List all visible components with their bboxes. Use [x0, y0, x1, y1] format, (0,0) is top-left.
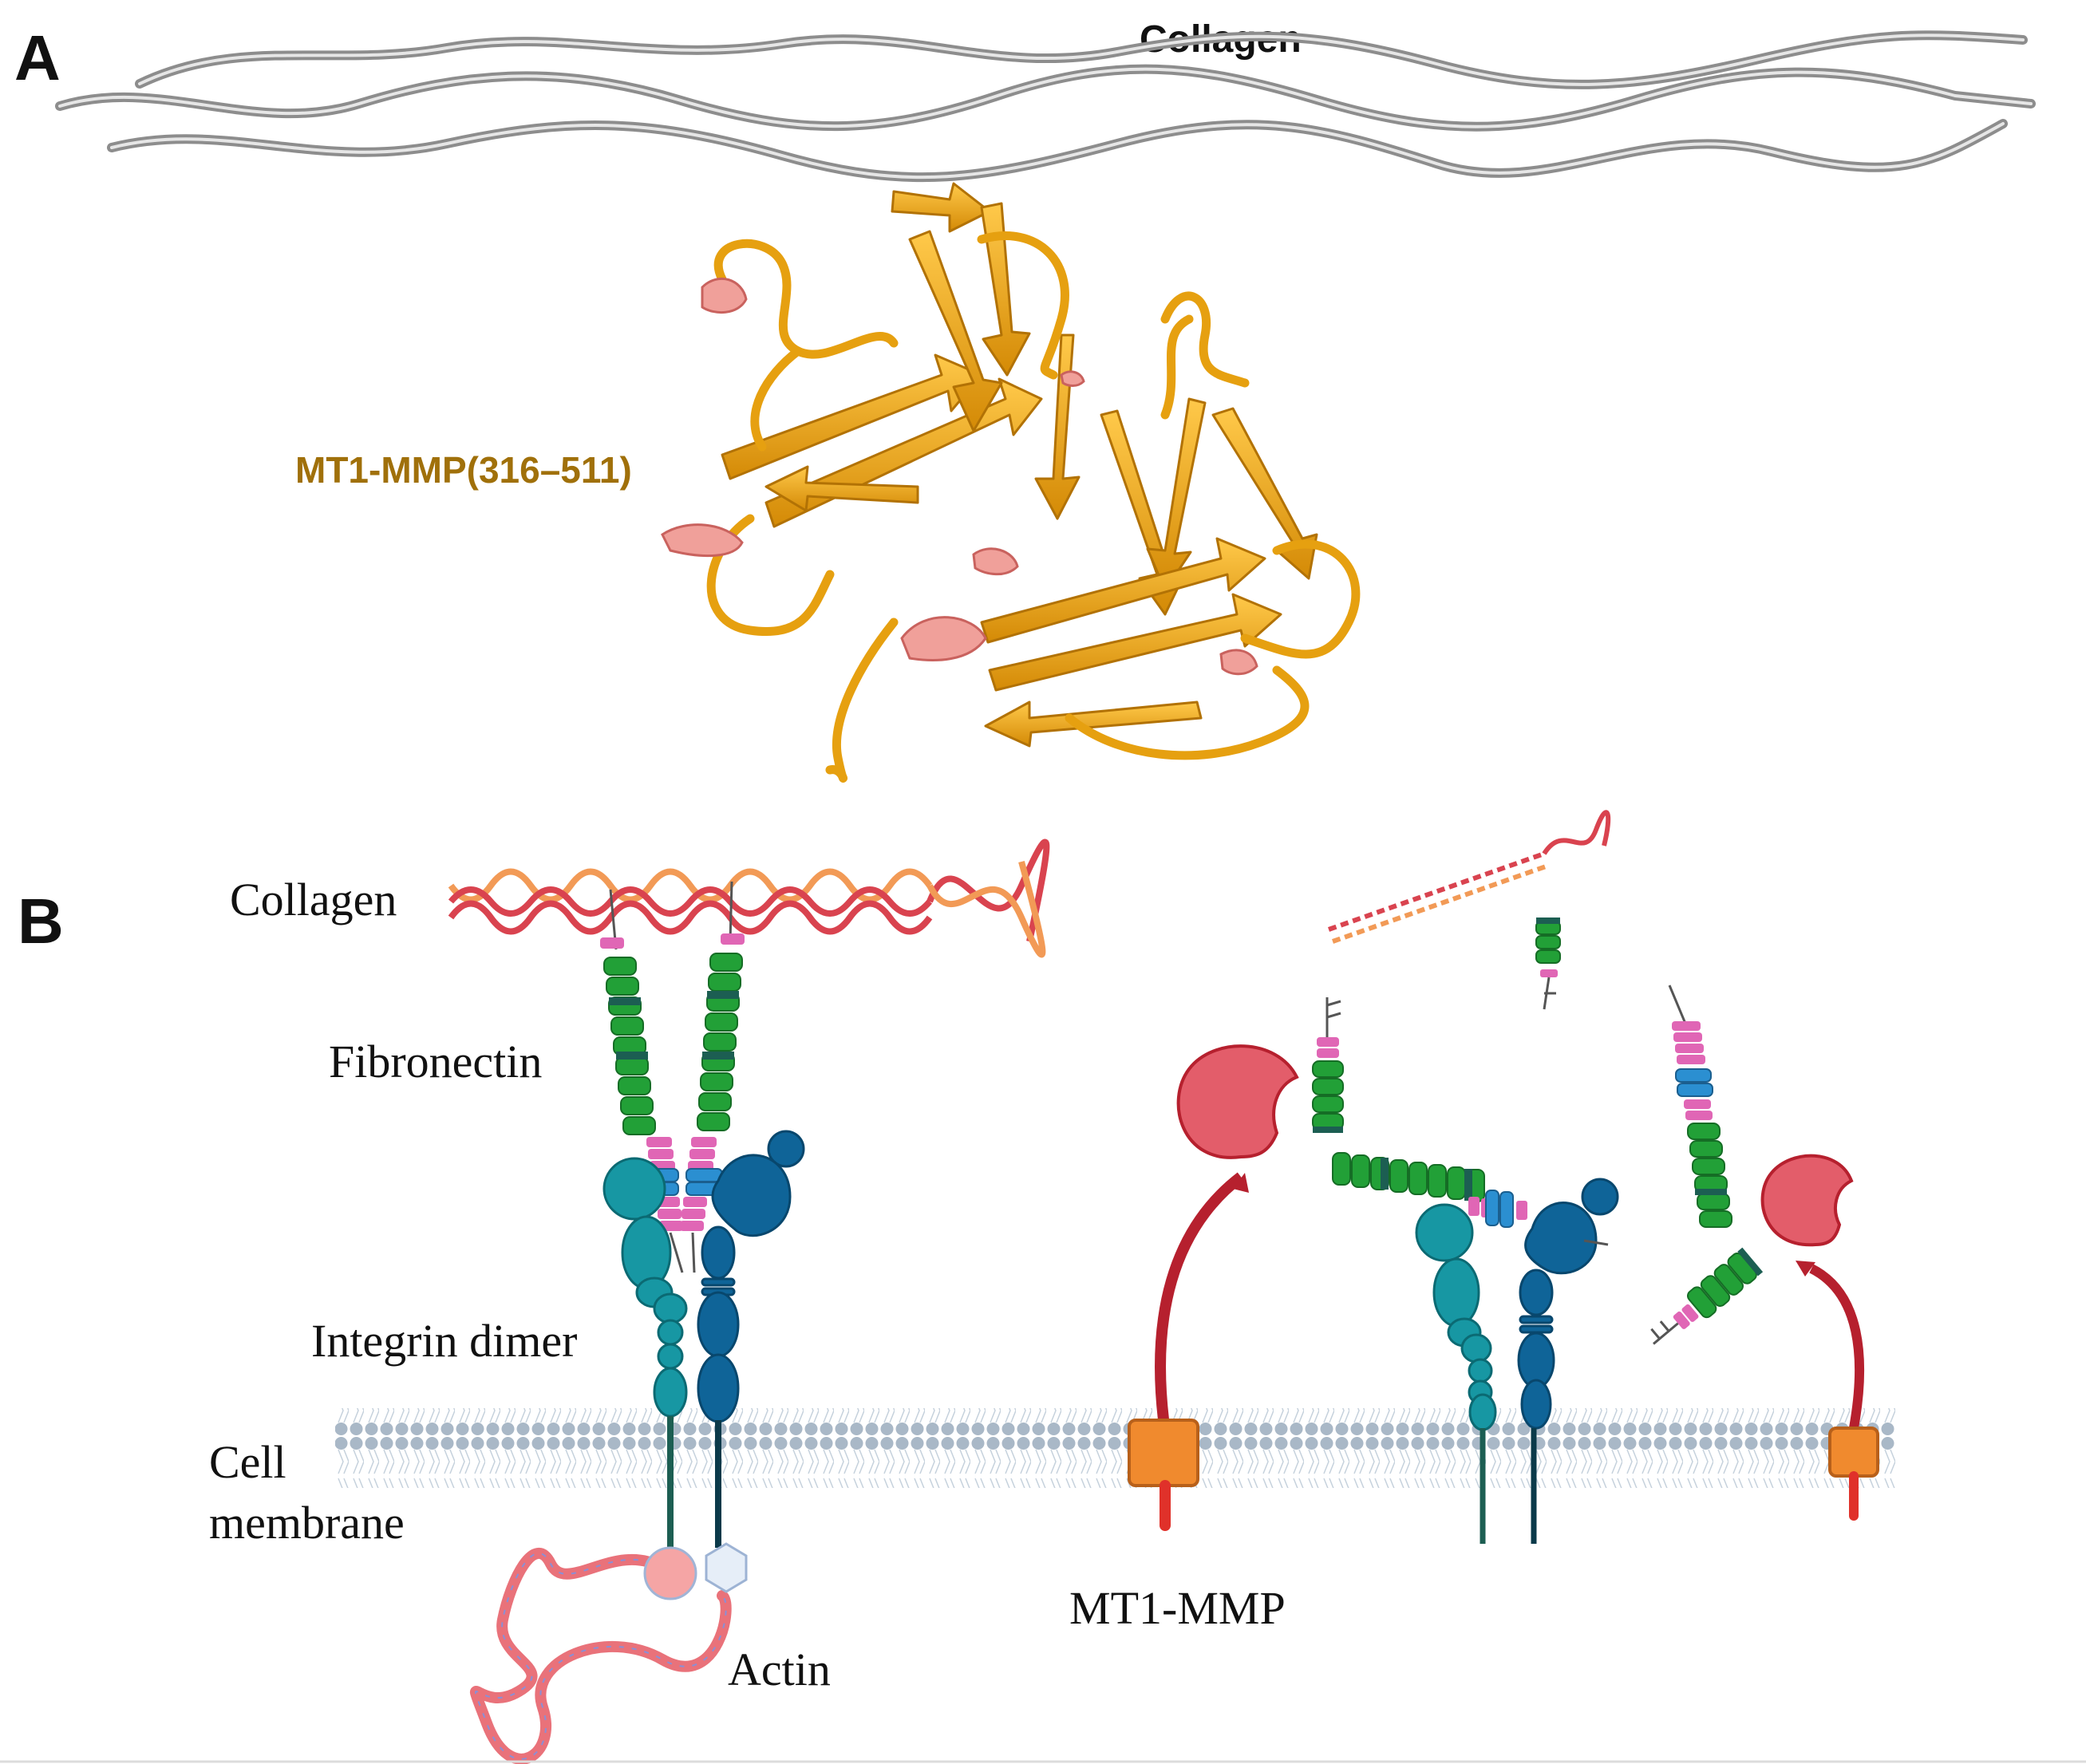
collagen-strand — [448, 886, 933, 917]
mt1-mmp-right — [1760, 1154, 1879, 1521]
collagen-frayed-end — [926, 860, 1046, 958]
mt1-mmp-transmembrane-box — [1128, 1419, 1199, 1487]
loop — [825, 618, 899, 783]
collagen-fragment — [1328, 810, 1611, 944]
helix-segment — [1060, 370, 1085, 387]
beta-strand — [980, 537, 1266, 644]
loop — [1160, 291, 1250, 388]
mt1-mmp-hemopexin-head — [1176, 1044, 1299, 1159]
label-actin: Actin — [728, 1644, 831, 1695]
collagen-strand — [1328, 851, 1545, 932]
collagen-fiber — [55, 30, 2036, 183]
beta-strand — [721, 353, 983, 480]
integrin-alpha — [1415, 1203, 1497, 1431]
loop — [1240, 539, 1361, 659]
loop — [977, 231, 1069, 380]
mt1-mmp-ribbon-structure — [661, 182, 1361, 783]
loop — [750, 346, 803, 452]
label-collagen: Collagen — [230, 874, 397, 925]
protein-label: MT1-MMP(316–511) — [295, 449, 632, 491]
mt1-mmp-transmembrane-box — [1828, 1427, 1879, 1478]
helix-segment — [900, 616, 987, 661]
collagen-strand — [110, 122, 2005, 180]
helix-segment — [661, 523, 744, 557]
helix-segment — [972, 547, 1019, 576]
beta-strand — [891, 182, 991, 233]
beta-strand — [908, 230, 1003, 432]
actin-binding-hexagon — [705, 1542, 748, 1593]
helix-segment — [701, 277, 748, 314]
collagen-frayed-end — [926, 839, 1050, 942]
panel-b-letter: B — [18, 886, 64, 957]
label-cell: Cell — [209, 1436, 286, 1488]
collagen-strand — [448, 868, 933, 903]
fibronectin-horizontal — [1332, 1152, 1527, 1228]
label-integrin-dimer: Integrin dimer — [311, 1315, 577, 1367]
mt1-mmp-left — [1128, 1044, 1299, 1531]
integrin-alpha — [602, 1157, 688, 1418]
loop — [1160, 314, 1194, 420]
helix-segment — [1219, 649, 1258, 676]
beta-strand — [984, 700, 1203, 748]
integrin-beta — [1517, 1178, 1619, 1430]
actin-binding-circle — [643, 1546, 697, 1600]
collagen-frayed-end — [1542, 810, 1611, 855]
loop — [1065, 665, 1310, 760]
cell-membrane — [335, 1408, 1895, 1488]
label-membrane: membrane — [209, 1497, 405, 1549]
integrin-dimer-right — [1415, 1178, 1619, 1544]
fibronectin-fragment-3 — [1668, 985, 1732, 1228]
actin-filament — [469, 1542, 748, 1764]
fibronectin-fragment-2 — [1535, 918, 1561, 1010]
beta-strand — [764, 465, 919, 512]
label-mt1-mmp: MT1-MMP — [1069, 1582, 1286, 1634]
beta-strand — [988, 593, 1282, 692]
loop — [713, 239, 899, 359]
label-fibronectin: Fibronectin — [329, 1036, 542, 1087]
fibronectin-module-stack — [600, 933, 745, 1273]
integrin-beta — [697, 1130, 805, 1423]
collagen-strand — [1332, 863, 1549, 944]
collagen-triple-helix-left — [448, 839, 1050, 958]
collagen-strand — [138, 34, 2025, 86]
collagen-strand — [58, 67, 2033, 128]
beta-strand — [1146, 397, 1207, 592]
mt1-mmp-hemopexin-head — [1760, 1154, 1854, 1247]
integrin-dimer-left — [602, 1130, 805, 1548]
panel-a-letter: A — [14, 22, 61, 93]
beta-strand — [980, 202, 1031, 377]
fibronectin-fragment-1 — [1312, 997, 1344, 1133]
fibronectin-fragment-4 — [1650, 1247, 1764, 1345]
collagen-strand — [448, 900, 933, 935]
